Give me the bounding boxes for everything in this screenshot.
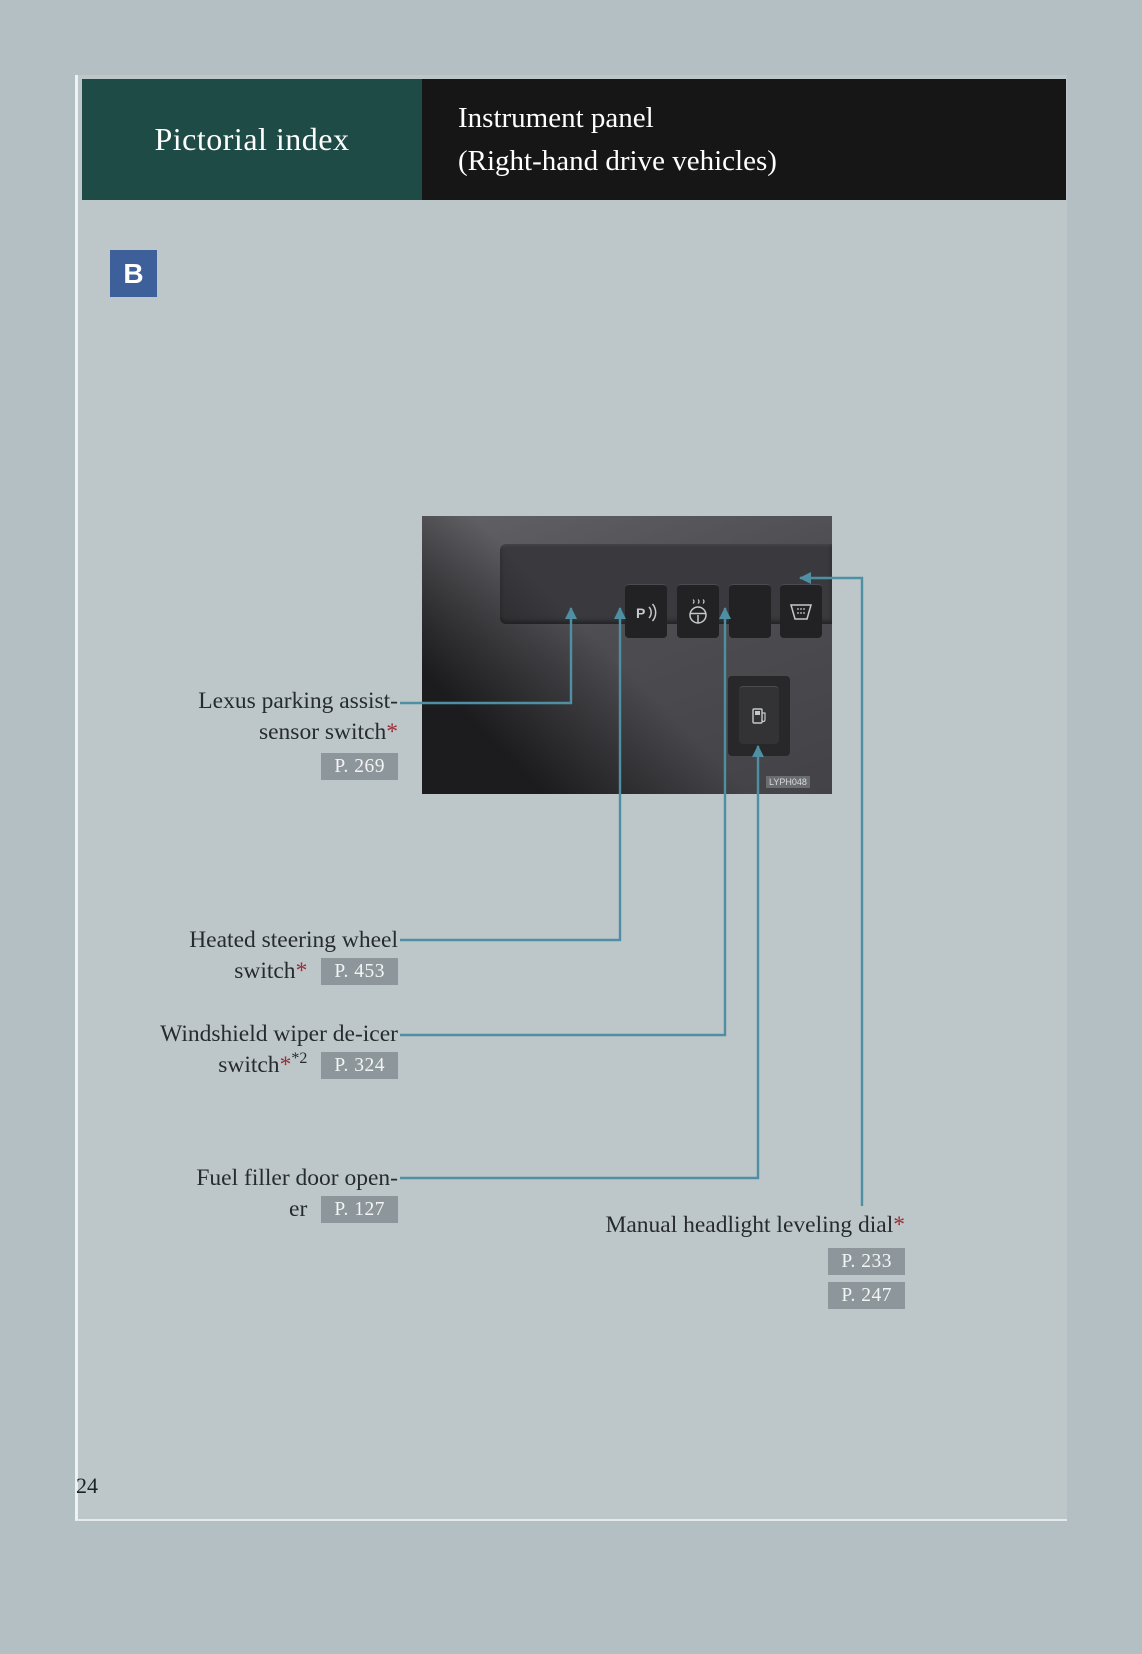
callout-label-line1: Lexus parking assist- bbox=[198, 688, 398, 714]
asterisk: * bbox=[893, 1212, 905, 1238]
switch-strip: P bbox=[500, 544, 832, 638]
callout-label-line1: Heated steering wheel bbox=[189, 927, 398, 953]
svg-text:P: P bbox=[636, 605, 645, 621]
blank-switch bbox=[729, 584, 771, 638]
callout-parking-assist: Lexus parking assist- sensor switch* P. … bbox=[58, 686, 398, 781]
windshield-wiper-deicer-switch bbox=[780, 584, 822, 638]
page-ref-list: P. 233 P. 247 bbox=[485, 1241, 905, 1309]
callout-label-line2: er P. 127 bbox=[58, 1194, 398, 1225]
photo-code: LYPH048 bbox=[766, 776, 810, 788]
parking-sensor-icon: P bbox=[636, 603, 657, 621]
footnote-ref: *2 bbox=[291, 1050, 308, 1068]
page-number: 24 bbox=[76, 1473, 98, 1498]
asterisk: * bbox=[279, 1052, 292, 1078]
callout-label-line2: sensor switch* bbox=[258, 719, 398, 745]
heated-steering-wheel-icon bbox=[689, 598, 707, 624]
page-ref-row: P. 269 bbox=[58, 748, 398, 781]
section-title: Pictorial index bbox=[154, 121, 350, 157]
instrument-panel-photo: P bbox=[422, 516, 832, 794]
callout-label-line2: switch**2 P. 324 bbox=[18, 1050, 398, 1081]
callout-wiper-deicer: Windshield wiper de-icer switch**2 P. 32… bbox=[18, 1019, 398, 1081]
section-badge: B bbox=[110, 250, 157, 297]
callout-headlight-leveling: Manual headlight leveling dial* P. 233 P… bbox=[485, 1210, 905, 1309]
asterisk: * bbox=[386, 719, 398, 745]
page-title-line2: (Right-hand drive vehicles) bbox=[458, 144, 777, 177]
callout-label-line1: Manual headlight leveling dial* bbox=[605, 1212, 905, 1238]
page-ref-badge: P. 269 bbox=[321, 753, 398, 780]
section-title-box: Pictorial index bbox=[82, 79, 422, 200]
callout-label-line1: Windshield wiper de-icer bbox=[160, 1021, 398, 1047]
callout-fuel-filler: Fuel filler door open- er P. 127 bbox=[58, 1163, 398, 1225]
fuel-filler-icon bbox=[752, 707, 766, 724]
page-ref-badge: P. 247 bbox=[828, 1282, 905, 1309]
asterisk: * bbox=[295, 958, 308, 984]
parking-sensor-switch: P bbox=[625, 584, 667, 638]
callout-heated-steering: Heated steering wheel switch* P. 453 bbox=[38, 925, 398, 987]
callout-label-line2: switch* P. 453 bbox=[38, 956, 398, 987]
page-title-line1: Instrument panel bbox=[458, 101, 654, 134]
page-ref-badge: P. 453 bbox=[321, 958, 398, 985]
page-ref-badge: P. 324 bbox=[321, 1052, 398, 1079]
fuel-filler-switch bbox=[739, 686, 779, 744]
heated-steering-wheel-switch bbox=[677, 584, 719, 638]
page-ref-badge: P. 233 bbox=[828, 1248, 905, 1275]
callout-label-line1: Fuel filler door open- bbox=[196, 1165, 398, 1191]
page-ref-badge: P. 127 bbox=[321, 1196, 398, 1223]
page-title-box: Instrument panel (Right-hand drive vehic… bbox=[422, 79, 1066, 200]
windshield-wiper-deicer-icon bbox=[790, 603, 812, 620]
